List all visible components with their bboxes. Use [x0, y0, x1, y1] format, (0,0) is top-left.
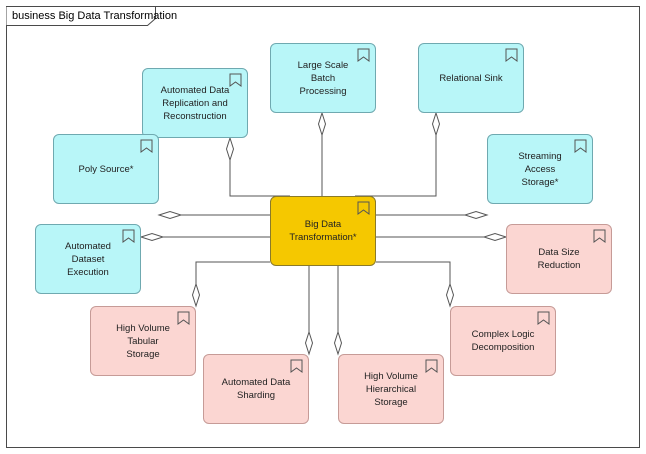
- node-label: Relational Sink: [439, 72, 503, 84]
- node-high-volume-hierarchical-storage[interactable]: High Volume Hierarchical Storage: [338, 354, 444, 424]
- connector-data-size-reduction[interactable]: [376, 232, 508, 242]
- connector-complex-logic-decomposition[interactable]: [376, 261, 455, 308]
- diagram-title: business Big Data Transformation: [12, 10, 178, 22]
- business-capability-icon: [537, 311, 550, 325]
- business-capability-icon: [505, 48, 518, 62]
- connector-relational-sink[interactable]: [355, 111, 441, 197]
- node-large-scale-batch-processing[interactable]: Large Scale Batch Processing: [270, 43, 376, 113]
- connector-automated-data-replication[interactable]: [225, 136, 291, 197]
- aggregation-diamond: [482, 232, 508, 242]
- connector-streaming-access-storage[interactable]: [376, 210, 489, 220]
- node-high-volume-tabular-storage[interactable]: High Volume Tabular Storage: [90, 306, 196, 376]
- business-capability-icon: [357, 201, 370, 215]
- node-data-size-reduction[interactable]: Data Size Reduction: [506, 224, 612, 294]
- node-label: Streaming Access Storage*: [518, 150, 562, 188]
- connector-high-volume-hierarchical-storage[interactable]: [333, 266, 343, 356]
- node-label: High Volume Hierarchical Storage: [364, 370, 418, 408]
- connector-poly-source[interactable]: [157, 210, 270, 220]
- connector-automated-dataset-execution[interactable]: [139, 232, 270, 242]
- aggregation-diamond: [445, 282, 455, 308]
- node-label: Automated Data Sharding: [221, 377, 291, 401]
- aggregation-diamond: [191, 282, 201, 308]
- node-label: High Volume Tabular Storage: [116, 322, 170, 360]
- connector-high-volume-tabular-storage[interactable]: [191, 261, 271, 308]
- business-capability-icon: [140, 139, 153, 153]
- business-capability-icon: [425, 359, 438, 373]
- node-label: Automated Dataset Execution: [65, 240, 111, 278]
- aggregation-diamond: [317, 111, 327, 137]
- node-label: Big Data Transformation*: [289, 219, 357, 243]
- business-capability-icon: [122, 229, 135, 243]
- aggregation-diamond: [225, 136, 235, 162]
- business-capability-icon: [177, 311, 190, 325]
- node-relational-sink[interactable]: Relational Sink: [418, 43, 524, 113]
- node-big-data-transformation[interactable]: Big Data Transformation*: [270, 196, 376, 266]
- title-tab-outline: [6, 6, 156, 26]
- node-automated-data-replication[interactable]: Automated Data Replication and Reconstru…: [142, 68, 248, 138]
- node-label: Complex Logic Decomposition: [471, 329, 535, 353]
- node-automated-dataset-execution[interactable]: Automated Dataset Execution: [35, 224, 141, 294]
- business-capability-icon: [574, 139, 587, 153]
- aggregation-diamond: [157, 210, 183, 220]
- aggregation-diamond: [333, 330, 343, 356]
- business-capability-icon: [593, 229, 606, 243]
- node-poly-source[interactable]: Poly Source*: [53, 134, 159, 204]
- aggregation-diamond: [431, 111, 441, 137]
- business-capability-icon: [290, 359, 303, 373]
- node-label: Poly Source*: [78, 163, 134, 175]
- node-streaming-access-storage[interactable]: Streaming Access Storage*: [487, 134, 593, 204]
- node-label: Data Size Reduction: [537, 247, 581, 271]
- connector-large-scale-batch-processing[interactable]: [317, 111, 327, 196]
- business-capability-icon: [229, 73, 242, 87]
- aggregation-diamond: [463, 210, 489, 220]
- node-label: Automated Data Replication and Reconstru…: [160, 84, 230, 122]
- connector-automated-data-sharding[interactable]: [304, 266, 314, 356]
- node-complex-logic-decomposition[interactable]: Complex Logic Decomposition: [450, 306, 556, 376]
- node-automated-data-sharding[interactable]: Automated Data Sharding: [203, 354, 309, 424]
- aggregation-diamond: [139, 232, 165, 242]
- business-capability-icon: [357, 48, 370, 62]
- aggregation-diamond: [304, 330, 314, 356]
- node-label: Large Scale Batch Processing: [297, 59, 349, 97]
